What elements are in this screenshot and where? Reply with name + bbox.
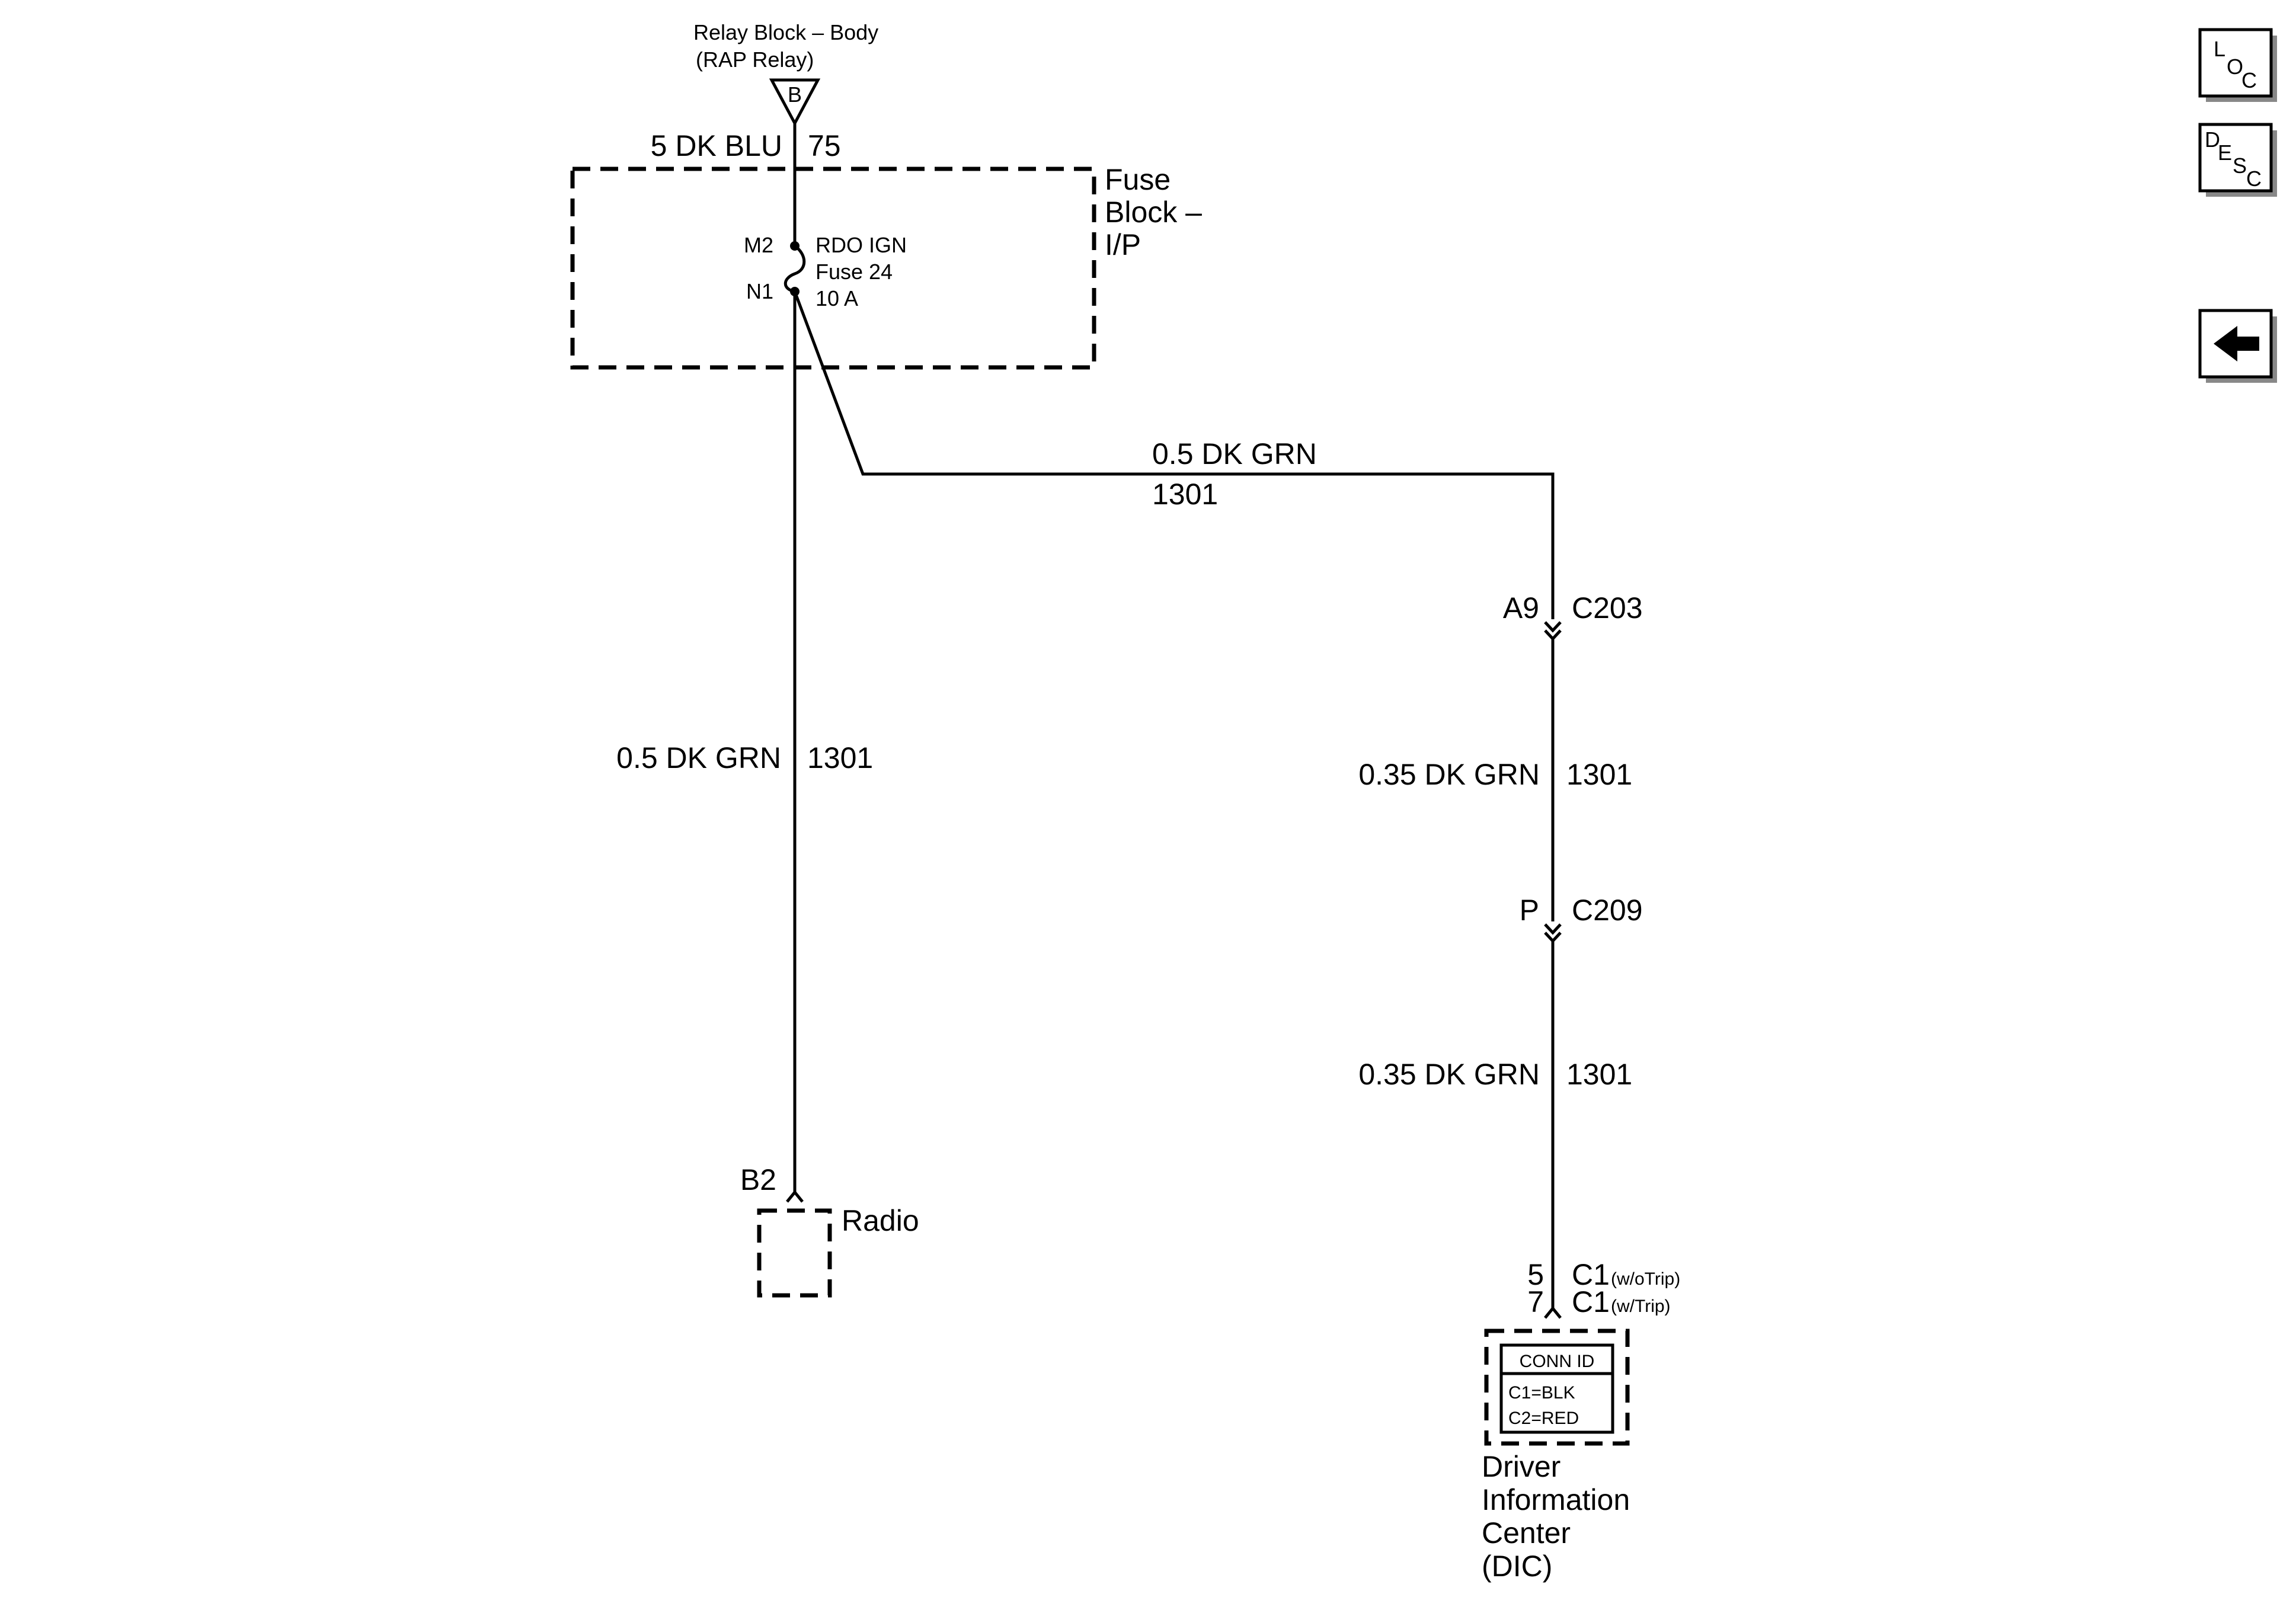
wire-label-5-dk-blu: 5 DK BLU (651, 129, 782, 162)
wire-c209-dic-label: 0.35 DK GRN (1358, 1058, 1540, 1091)
radio-outline (757, 1208, 832, 1298)
fuse-24-symbol (784, 244, 806, 293)
left-arrow-icon (2214, 326, 2259, 361)
fuse-pin-m2: M2 (744, 233, 773, 257)
relay-block-sublabel: (RAP Relay) (696, 47, 814, 72)
dic-pin-5: 5 (1527, 1258, 1544, 1291)
loc-button[interactable]: L O C (2198, 28, 2277, 102)
conn-id-c1: C1=BLK (1508, 1383, 1575, 1403)
dic-label-line3: Center (1482, 1516, 1571, 1550)
conn-id-c2: C2=RED (1508, 1409, 1579, 1428)
fuse-block-label-line2: Block – (1105, 196, 1202, 229)
dic-pin-7: 7 (1527, 1285, 1544, 1318)
desc-letter-s: S (2233, 153, 2247, 178)
loc-letter-l: L (2214, 37, 2225, 61)
c209-pin: P (1520, 894, 1539, 927)
dic-connector-symbol (1544, 1306, 1562, 1319)
fuse-block-label-line1: Fuse (1105, 163, 1171, 196)
dic-conn-c1-b: C1 (1572, 1285, 1610, 1318)
radio-label: Radio (842, 1204, 919, 1237)
fuse-name: RDO IGN (816, 233, 907, 257)
loc-letter-o: O (2227, 55, 2243, 79)
c209-connector-symbol-top (1544, 923, 1562, 935)
conn-id-table (1499, 1343, 1614, 1434)
conn-id-title: CONN ID (1520, 1352, 1595, 1371)
desc-button[interactable]: D E S C (2198, 123, 2277, 197)
dic-label-line2: Information (1482, 1483, 1630, 1516)
wire-c203-c209-circuit: 1301 (1566, 758, 1632, 791)
relay-block-label: Relay Block – Body (693, 20, 878, 44)
radio-wire-circuit: 1301 (807, 741, 873, 774)
fuse-rating: 10 A (816, 286, 858, 311)
dic-note-without-trip: (w/oTrip) (1611, 1269, 1680, 1289)
fuse-block-label-line3: I/P (1105, 228, 1141, 261)
dic-label-line4: (DIC) (1482, 1550, 1552, 1583)
desc-letter-d: D (2205, 127, 2220, 152)
branch-wire-circuit: 1301 (1152, 478, 1218, 511)
relay-terminal-triangle (769, 78, 821, 127)
c203-pin: A9 (1503, 591, 1539, 625)
desc-letter-e: E (2218, 140, 2232, 165)
c209-name: C209 (1572, 894, 1643, 927)
circuit-75: 75 (808, 129, 841, 162)
radio-wire-label: 0.5 DK GRN (616, 741, 781, 774)
loc-letter-c: C (2241, 68, 2257, 92)
wire-c203-c209-label: 0.35 DK GRN (1358, 758, 1540, 791)
fuse-id: Fuse 24 (816, 260, 893, 284)
radio-pin-b2: B2 (740, 1163, 776, 1196)
desc-letter-c: C (2246, 167, 2262, 191)
back-button[interactable] (2198, 309, 2277, 383)
wire-dic-branch (793, 291, 1555, 619)
dic-outline (1484, 1329, 1630, 1446)
relay-terminal-pin: B (788, 82, 802, 107)
dic-label-line1: Driver (1482, 1450, 1560, 1483)
fuse-pin-n1: N1 (746, 279, 773, 303)
dic-note-with-trip: (w/Trip) (1611, 1297, 1671, 1316)
wire-c209-dic-circuit: 1301 (1566, 1058, 1632, 1091)
radio-connector-symbol (786, 1190, 804, 1203)
c203-connector-symbol-top (1544, 621, 1562, 633)
fuse-block-outline (570, 167, 1096, 370)
c203-name: C203 (1572, 591, 1643, 625)
dic-conn-c1-a: C1 (1572, 1258, 1610, 1291)
branch-wire-label: 0.5 DK GRN (1152, 437, 1317, 470)
